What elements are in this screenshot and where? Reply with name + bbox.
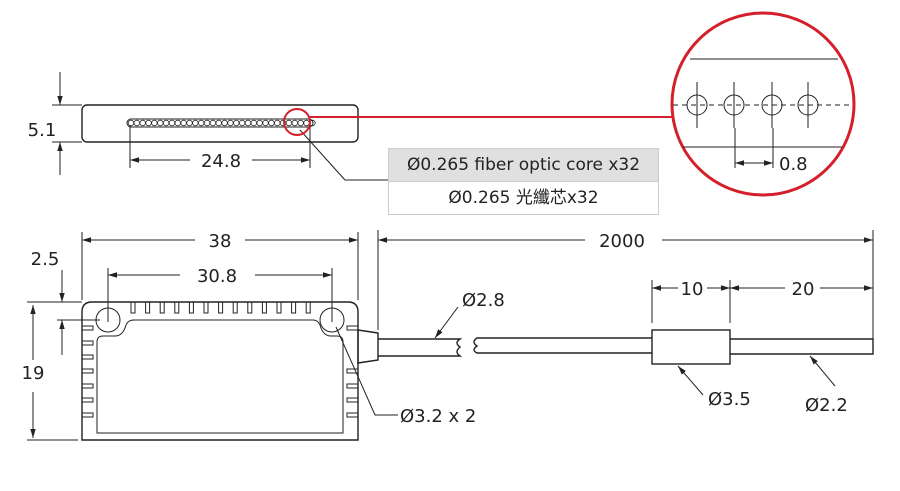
core-span-label: 24.8 (201, 151, 241, 172)
fiber-core (250, 119, 258, 127)
top-fin (305, 302, 311, 314)
top-fin (174, 302, 180, 314)
top-fin (291, 302, 297, 314)
top-fin (276, 302, 282, 314)
top-fin (261, 302, 267, 314)
top-fin (159, 302, 165, 314)
hole-spacing-label: 30.8 (197, 266, 237, 287)
height-19-label: 19 (22, 363, 45, 384)
hole-dia-label: Ø3.2 x 2 (400, 406, 476, 427)
side-fin-right (346, 383, 358, 389)
top-fin (145, 302, 151, 314)
fiber-core (221, 119, 228, 127)
fiber-core (297, 119, 304, 127)
cooling-fins (82, 302, 358, 418)
top-fin (232, 302, 238, 314)
width-label: 38 (209, 231, 232, 252)
side-fin-left (82, 325, 94, 331)
top-fin (218, 302, 224, 314)
tip-length-label: 20 (792, 279, 815, 300)
fiber-core (203, 119, 211, 127)
cable: 2000 10 20 Ø2.8 Ø3.5 Ø2.2 (377, 230, 874, 416)
front-view: 38 30.8 2.5 19 Ø3.2 x 2 (22, 231, 476, 441)
pitch-label: 0.8 (779, 154, 808, 175)
tip-dia-label: Ø2.2 (805, 395, 848, 416)
fiber-core (215, 119, 222, 127)
cable-sleeve (651, 329, 731, 365)
side-fin-left (82, 368, 94, 374)
side-fin-right (346, 397, 358, 403)
fiber-core (268, 119, 275, 127)
cable-boot (357, 329, 379, 364)
fiber-core (157, 119, 164, 127)
fiber-core (145, 119, 152, 127)
side-fin-right (346, 412, 358, 418)
callout-chinese: Ø0.265 光纖芯x32 (448, 188, 599, 208)
height-label: 5.1 (28, 120, 57, 141)
fiber-core (303, 119, 310, 127)
fiber-core (192, 119, 199, 127)
fiber-core (174, 119, 181, 127)
fiber-core (285, 119, 293, 127)
sleeve-dia-label: Ø3.5 (708, 389, 751, 410)
side-fin-left (82, 412, 94, 418)
fiber-core (127, 119, 135, 127)
fiber-core (168, 119, 176, 127)
fiber-core (186, 119, 193, 127)
fiber-core (291, 119, 298, 127)
top-fin (188, 302, 194, 314)
fiber-core (227, 119, 234, 127)
side-fin-left (82, 340, 94, 346)
hole-offset-label: 2.5 (31, 249, 60, 270)
length-label: 2000 (599, 231, 645, 252)
fiber-cores (127, 119, 316, 127)
detail-cores (686, 82, 819, 128)
side-fin-right (346, 368, 358, 374)
side-fin-left (82, 383, 94, 389)
side-fin-right (346, 325, 358, 331)
fiber-core (180, 119, 187, 127)
callout-table: Ø0.265 fiber optic core x32 Ø0.265 光纖芯x3… (388, 148, 659, 215)
fiber-core (209, 119, 217, 127)
fiber-core (133, 119, 141, 127)
top-fin (130, 302, 136, 314)
fiber-core (197, 119, 205, 127)
fiber-core (274, 119, 281, 127)
callout-english: Ø0.265 fiber optic core x32 (389, 149, 658, 182)
fiber-core (233, 119, 240, 127)
fiber-core (262, 119, 269, 127)
fiber-core (256, 119, 263, 127)
fiber-core (139, 119, 146, 127)
side-fin-left (82, 354, 94, 360)
detail-view: 0.8 (670, 11, 856, 197)
top-view: 5.1 24.8 (28, 72, 672, 181)
fiber-core (244, 119, 252, 127)
detail-marker-circle (283, 108, 311, 136)
fiber-core (162, 119, 170, 127)
cable-dia-label: Ø2.8 (462, 290, 505, 311)
fiber-core (151, 119, 158, 127)
top-fin (247, 302, 253, 314)
top-fin (203, 302, 209, 314)
side-fin-left (82, 397, 94, 403)
sleeve-length-label: 10 (681, 279, 704, 300)
fiber-core (238, 119, 246, 127)
